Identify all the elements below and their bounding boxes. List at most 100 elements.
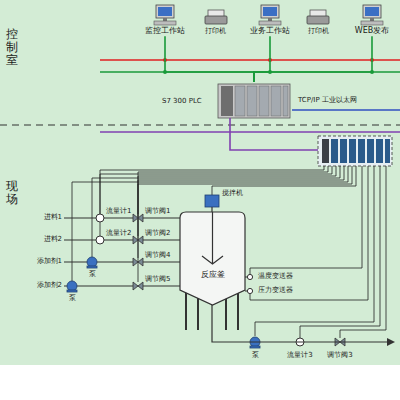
remote-io	[318, 136, 392, 166]
signal-wire	[250, 166, 368, 300]
ground	[0, 0, 400, 365]
agitator-motor	[205, 195, 219, 213]
node-label: 监控工作站	[145, 26, 185, 35]
device-label: 调节阀3	[327, 351, 352, 359]
signal-wire	[72, 166, 386, 338]
remote-io	[340, 139, 347, 163]
plc-rack	[271, 86, 281, 116]
remote-io	[331, 139, 338, 163]
workstation: WEB发布	[353, 4, 391, 35]
transmitter-symbol	[247, 274, 252, 279]
computer-icon	[163, 18, 167, 21]
transmitter-symbol	[245, 274, 253, 293]
network-label: TCP/IP 工业以太网	[298, 96, 357, 104]
remote-io	[322, 139, 329, 163]
computer-icon	[158, 7, 172, 16]
agitator-motor	[205, 195, 219, 207]
device-label: 泵	[69, 294, 76, 302]
device-label: 调节阀5	[145, 275, 170, 283]
plc-rack	[218, 84, 290, 118]
signal-wire	[138, 166, 328, 214]
pump-symbol	[87, 257, 97, 267]
computer-icon	[365, 7, 379, 16]
computer-icon	[154, 21, 176, 25]
signal-wire	[340, 166, 386, 338]
computer-icon	[259, 21, 281, 25]
signal-wire	[250, 166, 362, 274]
feed-pipe	[64, 217, 180, 218]
outlet-pipe	[212, 300, 387, 342]
ground	[0, 0, 400, 365]
computer-icon	[363, 5, 381, 18]
pump-symbol	[87, 266, 97, 268]
flowmeter-symbol	[96, 236, 104, 244]
node-label: WEB发布	[355, 26, 389, 35]
device-label: 搅拌机	[222, 189, 243, 197]
room-label: 控制室	[6, 28, 18, 68]
computer-icon	[359, 4, 385, 26]
network-bus	[100, 59, 400, 61]
device-label: 调节阀2	[145, 229, 170, 237]
reactor-vessel: 反应釜	[180, 212, 245, 305]
valve-symbol	[133, 282, 143, 290]
feed-pipe	[64, 218, 180, 286]
feed-pipe	[64, 239, 180, 240]
inlet-label: 进料2	[44, 235, 62, 243]
reactor-leg	[185, 290, 187, 330]
remote-io	[367, 139, 374, 163]
device-label: 流量计2	[106, 229, 131, 237]
signal-wire	[300, 166, 380, 338]
ethernet-line	[292, 110, 400, 111]
device-label: 流量计3	[287, 351, 312, 359]
inlet-label: 添加剂2	[37, 281, 62, 289]
printer-icon	[307, 16, 329, 24]
device-label: 流量计1	[106, 207, 131, 215]
computer-icon	[263, 7, 277, 16]
plc-rack	[283, 86, 288, 116]
computer-icon	[261, 5, 279, 18]
ethernet-line	[292, 109, 400, 110]
feed-pipe	[64, 261, 180, 262]
plc-rack	[218, 84, 290, 118]
inlet-label: 添加剂1	[37, 257, 62, 265]
device-label: 压力变送器	[258, 286, 293, 294]
reactor-leg	[237, 290, 239, 330]
remote-io	[349, 139, 356, 163]
reactor-outline	[180, 212, 245, 305]
room-divider	[0, 125, 400, 126]
node-label: 反应釜	[201, 270, 225, 279]
device-label: 调节阀1	[145, 207, 170, 215]
remote-io	[358, 139, 365, 163]
outlet-pipe	[387, 338, 395, 346]
computer-icon	[156, 5, 174, 18]
valve-symbol	[133, 258, 143, 266]
plc-rack	[247, 86, 257, 116]
transmitter-symbol	[247, 288, 252, 293]
workstation: 业务工作站	[248, 4, 292, 35]
computer-icon	[361, 21, 383, 25]
computer-icon	[152, 4, 178, 26]
pump-symbol	[67, 290, 77, 292]
printer-icon	[205, 16, 227, 24]
remote-io	[376, 139, 383, 163]
device-label: 调节阀4	[145, 251, 170, 259]
node-label: 业务工作站	[250, 26, 290, 35]
node-label: S7 300 PLC	[162, 97, 202, 105]
feed-pipe	[64, 285, 180, 286]
computer-icon	[268, 18, 272, 21]
room-label: 现场	[6, 180, 18, 206]
remote-io	[318, 136, 392, 166]
reactor-outline	[180, 212, 245, 305]
device-label: 泵	[89, 270, 96, 278]
valve-symbol	[133, 236, 143, 244]
pump-symbol	[250, 346, 260, 348]
network-link	[254, 36, 270, 82]
plc-rack	[221, 86, 233, 116]
agitator-shaft	[202, 212, 223, 264]
valve-symbol	[133, 214, 143, 222]
printer-label: 打印机	[205, 27, 226, 35]
plc-unit: S7 300 PLC	[160, 82, 292, 120]
plc-rack	[259, 86, 269, 116]
